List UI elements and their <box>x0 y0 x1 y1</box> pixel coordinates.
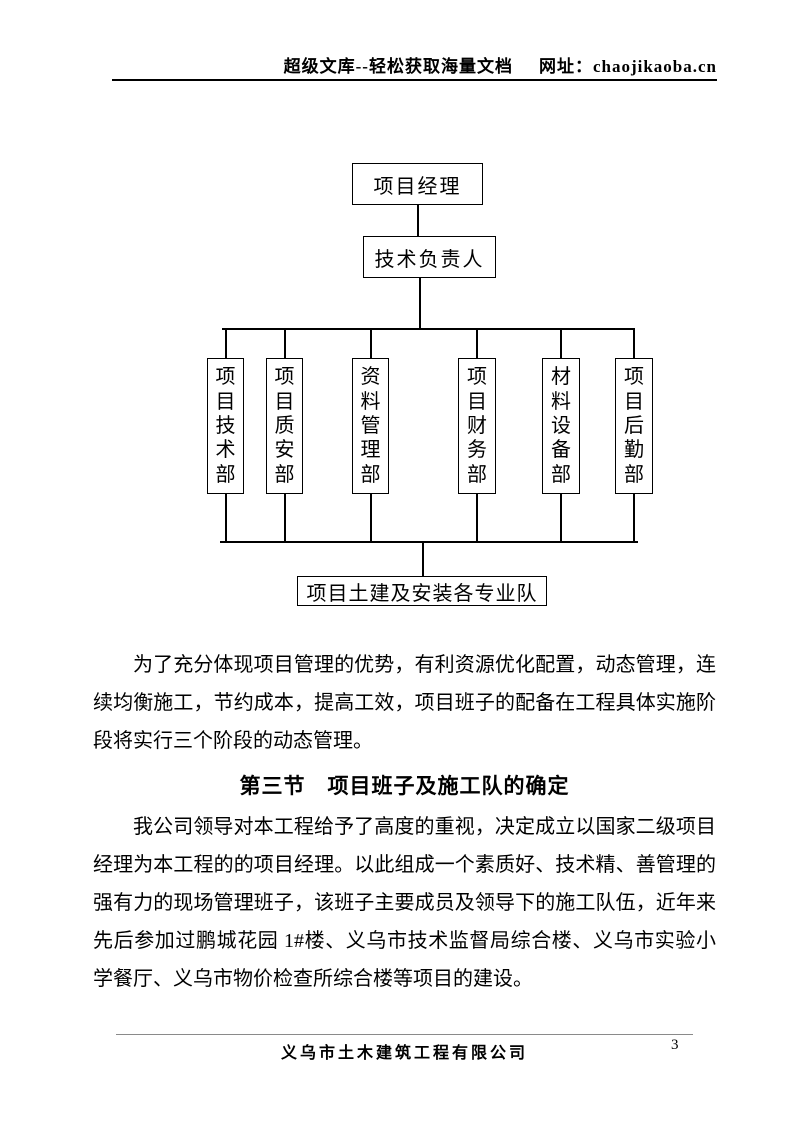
orgchart-box-dept-finance: 项目财务部 <box>458 358 496 494</box>
connector-line <box>225 494 227 541</box>
header-slogan: 超级文库--轻松获取海量文档 <box>283 57 513 76</box>
connector-line <box>560 328 562 358</box>
connector-line <box>560 494 562 541</box>
page-header: 超级文库--轻松获取海量文档 网址：chaojikaoba.cn <box>284 52 717 77</box>
section-heading: 第三节 项目班子及施工队的确定 <box>239 774 570 798</box>
connector-line <box>417 204 419 237</box>
orgchart-box-dept-documentation: 资料管理部 <box>352 358 389 494</box>
footer-rule <box>116 1034 693 1035</box>
connector-line <box>284 494 286 541</box>
orgchart-box-dept-materials: 材料设备部 <box>542 358 580 494</box>
connector-line <box>284 328 286 358</box>
connector-line <box>370 328 372 358</box>
connector-line <box>476 328 478 358</box>
connector-line <box>419 277 421 329</box>
connector-line <box>476 494 478 541</box>
connector-line <box>220 541 638 543</box>
body-paragraph-2: 我公司领导对本工程给予了高度的重视，决定成立以国家二级项目经理为本工程的的项目经… <box>93 816 716 990</box>
body-paragraph-1: 为了充分体现项目管理的优势，有利资源优化配置，动态管理，连续均衡施工，节约成本，… <box>93 654 716 752</box>
connector-line <box>222 328 634 330</box>
connector-line <box>370 494 372 541</box>
orgchart-box-dept-logistics: 项目后勤部 <box>615 358 653 494</box>
footer-company-name: 义乌市土木建筑工程有限公司 <box>280 1045 528 1062</box>
orgchart-box-dept-quality-safety: 项目质安部 <box>266 358 303 494</box>
connector-line <box>225 328 227 358</box>
header-rule <box>112 79 717 81</box>
header-url: chaojikaoba.cn <box>592 57 717 76</box>
orgchart-box-dept-technology: 项目技术部 <box>207 358 244 494</box>
orgchart-box-project-manager: 项目经理 <box>352 163 483 205</box>
connector-line <box>633 494 635 541</box>
header-url-label: 网址： <box>538 57 593 76</box>
connector-line <box>633 328 635 358</box>
orgchart-box-technical-director: 技术负责人 <box>363 236 496 278</box>
page-number: 3 <box>671 1037 679 1053</box>
connector-line <box>422 541 424 576</box>
orgchart-box-construction-teams: 项目土建及安装各专业队 <box>297 576 547 606</box>
